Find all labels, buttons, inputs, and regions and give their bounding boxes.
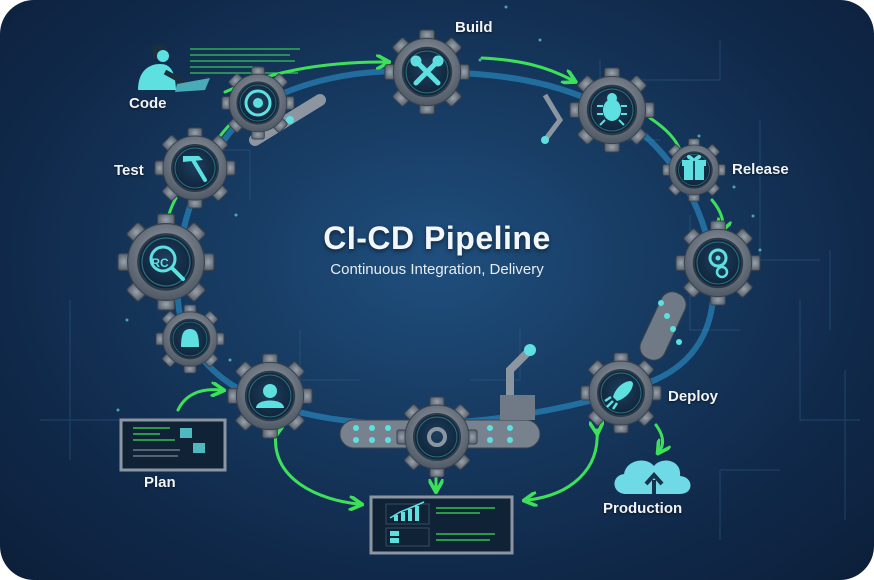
gift-icon	[682, 154, 706, 180]
hammer-icon	[183, 156, 207, 182]
robot-arm-left	[249, 94, 326, 146]
arrow-plan-to-collab	[176, 390, 220, 412]
dashboard-icon	[369, 495, 514, 555]
developer-icon	[138, 44, 210, 92]
stage-label-release: Release	[732, 161, 789, 178]
cloud-upload-icon	[614, 460, 691, 494]
spiral-icon	[244, 89, 272, 117]
robot-arm-build	[541, 93, 564, 144]
arrow-build-to-bugtest	[480, 56, 572, 80]
conveyor-segment-right	[639, 291, 687, 361]
tools-icon	[410, 55, 444, 86]
stage-label-production: Production	[603, 500, 683, 517]
rocket-icon	[604, 381, 633, 410]
bug-icon	[597, 93, 627, 126]
stage-label-code: Code	[129, 95, 167, 112]
magnifier-text: RC	[151, 256, 169, 270]
magnifier-icon	[149, 245, 185, 281]
arrow-monitor-to-deploy	[528, 430, 597, 500]
conveyor-hub-icon	[427, 427, 447, 447]
code-snippet	[190, 48, 300, 74]
user-icon	[256, 384, 284, 408]
stage-label-plan: Plan	[144, 474, 176, 491]
stage-label-build: Build	[455, 19, 493, 36]
page-title: CI-CD Pipeline	[323, 220, 551, 256]
gears-icon	[708, 248, 729, 279]
arrow-deploy-to-production	[654, 423, 663, 450]
stage-label-deploy: Deploy	[668, 388, 719, 405]
gear-test	[154, 127, 236, 209]
stage-label-test: Test	[114, 162, 144, 179]
plan-monitor-icon	[119, 418, 227, 472]
page-subtitle: Continuous Integration, Delivery	[330, 261, 544, 278]
gear-conveyor	[396, 396, 478, 478]
bell-icon	[181, 329, 199, 347]
arrow-collab-to-monitor	[276, 432, 358, 504]
